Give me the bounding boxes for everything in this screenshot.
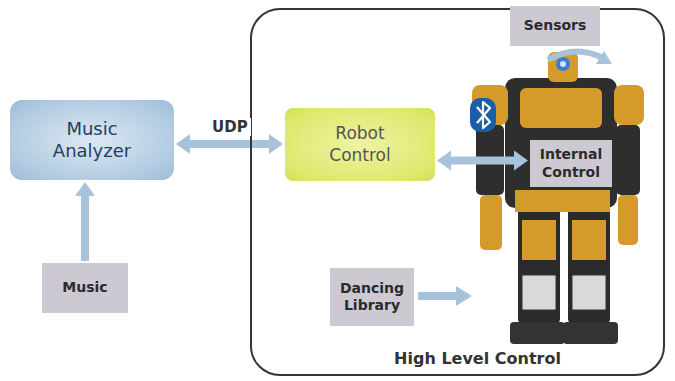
node-text: Robot Control <box>319 123 401 166</box>
arrow-head <box>596 51 612 64</box>
arrow-head <box>456 286 472 306</box>
edge-label: UDP <box>209 118 251 136</box>
arrow-head <box>75 182 95 196</box>
process-box: Robot Control <box>285 108 435 181</box>
connector-line <box>81 194 89 261</box>
connector-arrow <box>176 134 283 154</box>
process-box: Music Analyzer <box>10 100 174 180</box>
node-text: Dancing Library <box>336 280 408 315</box>
text-group: Music Analyzer <box>42 118 142 163</box>
library-arrow <box>418 292 458 300</box>
control-box: Internal Control <box>530 140 612 187</box>
text-group: Robot Control <box>319 123 401 166</box>
feedback-arrow <box>548 51 603 60</box>
arrow-head <box>514 151 528 171</box>
connector-line <box>188 140 271 148</box>
input-box: Music <box>42 263 128 313</box>
arrow-head <box>437 151 451 171</box>
node-text: Sensors <box>524 17 587 35</box>
text-group: Internal Control <box>536 146 606 181</box>
node-text: Music <box>62 279 107 297</box>
text-group: Dancing Library <box>336 280 408 315</box>
node-text: Internal Control <box>536 146 606 181</box>
connector-line <box>449 157 516 165</box>
node-text: Music Analyzer <box>42 118 142 163</box>
connector-arrow <box>437 151 528 171</box>
connector-arrow <box>75 182 95 261</box>
text-group: Music <box>62 279 107 297</box>
robot-figure <box>472 52 644 344</box>
arrow-head <box>269 134 283 154</box>
node-text: High Level Control <box>252 349 663 368</box>
bluetooth-icon <box>470 98 496 132</box>
group-region: High Level Control Robot Control SensorsIn… <box>250 8 665 376</box>
text-group: Sensors <box>524 17 587 35</box>
library-box: Dancing Library <box>330 268 414 326</box>
sensor-box: Sensors <box>510 6 600 46</box>
arrow-head <box>176 134 190 154</box>
